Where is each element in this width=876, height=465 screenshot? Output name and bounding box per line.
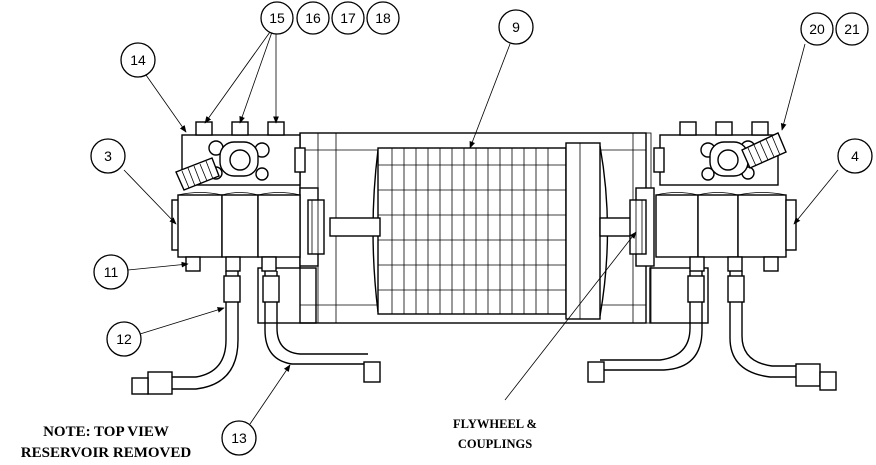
motor-cooling-fins bbox=[378, 148, 566, 314]
svg-text:COUPLINGS: COUPLINGS bbox=[458, 437, 532, 451]
left-hoses bbox=[131, 271, 381, 395]
right-valve-block bbox=[653, 121, 787, 186]
svg-text:4: 4 bbox=[851, 148, 859, 164]
svg-text:14: 14 bbox=[130, 52, 146, 68]
balloon-15: 15 bbox=[260, 1, 294, 35]
balloon-18: 18 bbox=[366, 1, 400, 35]
svg-text:17: 17 bbox=[340, 10, 356, 26]
balloon-4: 4 bbox=[837, 138, 873, 174]
balloon-11: 11 bbox=[93, 254, 129, 290]
balloon-20: 20 bbox=[800, 12, 834, 46]
balloon-21: 21 bbox=[835, 12, 869, 46]
svg-text:21: 21 bbox=[844, 21, 860, 37]
svg-text:11: 11 bbox=[104, 264, 119, 280]
svg-text:15: 15 bbox=[269, 10, 285, 26]
svg-text:9: 9 bbox=[512, 19, 520, 35]
balloon-16: 16 bbox=[296, 1, 330, 35]
leader-lines bbox=[123, 31, 839, 425]
left-coupling bbox=[299, 187, 325, 267]
right-hose-fitting bbox=[741, 132, 787, 169]
balloon-9: 9 bbox=[498, 9, 534, 45]
balloon-3: 3 bbox=[90, 138, 126, 174]
svg-text:18: 18 bbox=[375, 10, 391, 26]
electric-motor bbox=[329, 142, 639, 320]
svg-text:20: 20 bbox=[809, 21, 825, 37]
balloon-12: 12 bbox=[106, 321, 142, 357]
svg-text:RESERVOIR REMOVED: RESERVOIR REMOVED bbox=[21, 445, 192, 461]
left-pumps bbox=[171, 192, 301, 272]
svg-text:13: 13 bbox=[231, 430, 247, 446]
right-pumps bbox=[655, 192, 797, 272]
top-view-note: NOTE: TOP VIEW RESERVOIR REMOVED bbox=[21, 424, 192, 461]
svg-text:3: 3 bbox=[104, 148, 112, 164]
balloon-17: 17 bbox=[331, 1, 365, 35]
svg-text:12: 12 bbox=[116, 331, 132, 347]
balloon-14: 14 bbox=[120, 42, 156, 78]
left-valve-block bbox=[175, 121, 306, 191]
right-hoses bbox=[587, 271, 837, 391]
balloon-13: 13 bbox=[221, 420, 257, 456]
svg-text:16: 16 bbox=[305, 10, 321, 26]
left-hose-fitting bbox=[175, 157, 220, 191]
flywheel-label: FLYWHEEL & COUPLINGS bbox=[453, 417, 537, 451]
svg-text:NOTE: TOP VIEW: NOTE: TOP VIEW bbox=[43, 424, 169, 440]
svg-text:FLYWHEEL &: FLYWHEEL & bbox=[453, 417, 537, 431]
right-coupling bbox=[629, 187, 655, 267]
